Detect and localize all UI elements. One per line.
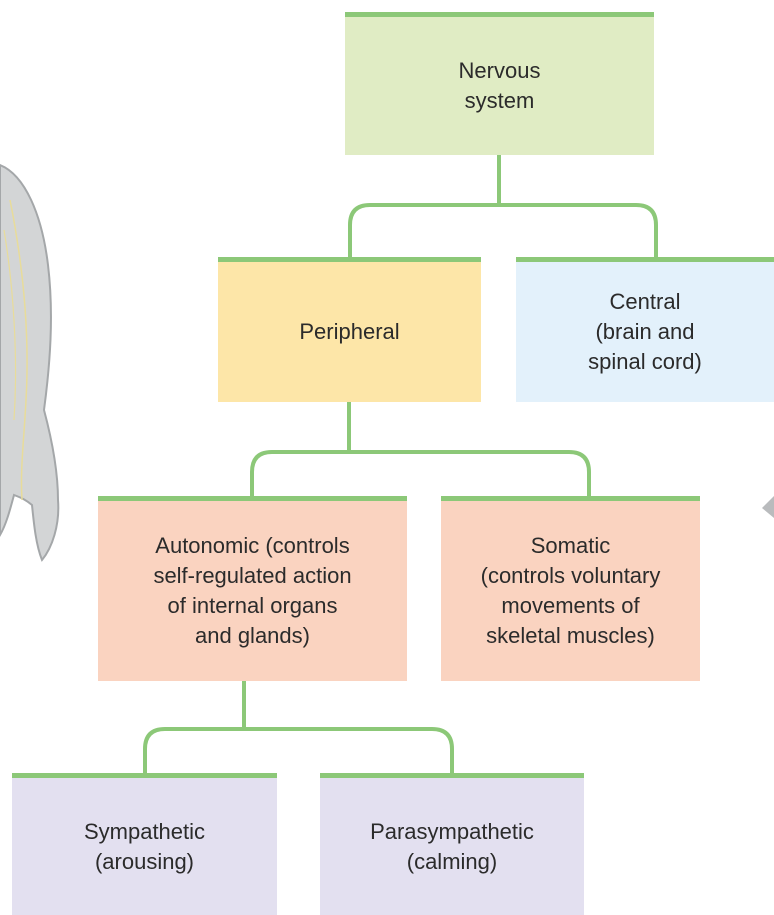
- nervous-system-label: Nervous system: [459, 56, 541, 116]
- peripheral-node: Peripheral: [218, 257, 481, 402]
- central-label: Central (brain and spinal cord): [588, 287, 702, 377]
- autonomic-label: Autonomic (controls self-regulated actio…: [153, 531, 351, 651]
- sympathetic-label: Sympathetic (arousing): [84, 817, 205, 877]
- connector-autonomic-to-branches: [145, 681, 452, 773]
- human-arm-illustration: [0, 165, 58, 560]
- connector-nervous-to-branches: [350, 155, 656, 257]
- parasympathetic-label: Parasympathetic (calming): [370, 817, 534, 877]
- autonomic-node: Autonomic (controls self-regulated actio…: [98, 496, 407, 681]
- sympathetic-node: Sympathetic (arousing): [12, 773, 277, 915]
- somatic-label: Somatic (controls voluntary movements of…: [481, 531, 661, 651]
- connector-peripheral-to-branches: [252, 402, 589, 496]
- figure-fragment-right: [762, 496, 774, 518]
- central-node: Central (brain and spinal cord): [516, 257, 774, 402]
- peripheral-label: Peripheral: [299, 317, 399, 347]
- parasympathetic-node: Parasympathetic (calming): [320, 773, 584, 915]
- somatic-node: Somatic (controls voluntary movements of…: [441, 496, 700, 681]
- nervous-system-node: Nervous system: [345, 12, 654, 155]
